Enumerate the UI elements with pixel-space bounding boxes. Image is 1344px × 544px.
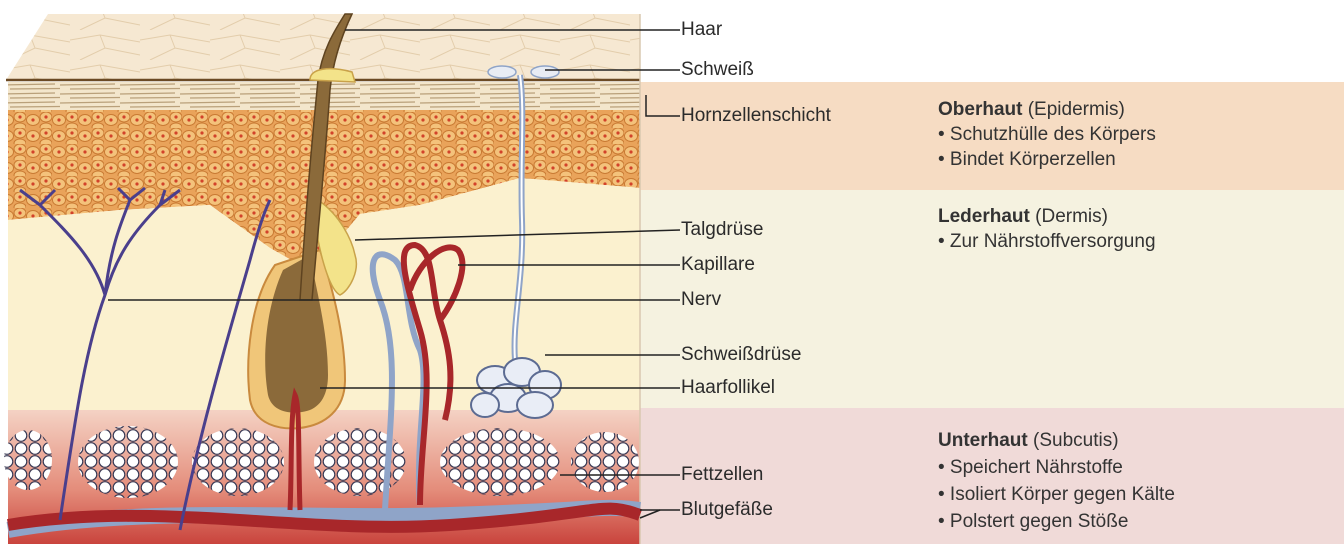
label-fat-cells: Fettzellen — [681, 464, 763, 486]
label-sweat-gland: Schweißdrüse — [681, 344, 801, 366]
label-sebaceous-gland: Talgdrüse — [681, 219, 763, 241]
subcutis-point: • Isoliert Körper gegen Kälte — [938, 481, 1175, 508]
epidermis-title: Oberhaut — [938, 99, 1022, 120]
label-sweat: Schweiß — [681, 59, 754, 81]
subcutis-description: Unterhaut (Subcutis) • Speichert Nährsto… — [938, 427, 1175, 535]
subcutis-point: • Speichert Nährstoffe — [938, 454, 1175, 481]
subcutis-title: Unterhaut — [938, 430, 1028, 451]
label-capillary: Kapillare — [681, 254, 755, 276]
dermis-latin: (Dermis) — [1035, 206, 1108, 227]
epidermis-point: • Schutzhülle des Körpers — [938, 122, 1156, 147]
label-hair: Haar — [681, 19, 722, 41]
label-nerve: Nerv — [681, 289, 721, 311]
epidermis-latin: (Epidermis) — [1028, 99, 1125, 120]
label-hair-follicle: Haarfollikel — [681, 377, 775, 399]
subcutis-point: • Polstert gegen Stöße — [938, 508, 1175, 535]
dermis-point: • Zur Nährstoffversorgung — [938, 229, 1156, 254]
epidermis-description: Oberhaut (Epidermis) • Schutzhülle des K… — [938, 97, 1156, 172]
dermis-title: Lederhaut — [938, 206, 1030, 227]
subcutis-latin: (Subcutis) — [1033, 430, 1119, 451]
epidermis-point: • Bindet Körperzellen — [938, 147, 1156, 172]
label-horn-layer: Hornzellenschicht — [681, 105, 831, 127]
dermis-description: Lederhaut (Dermis) • Zur Nährstoffversor… — [938, 204, 1156, 254]
label-blood-vessels: Blutgefäße — [681, 499, 773, 521]
